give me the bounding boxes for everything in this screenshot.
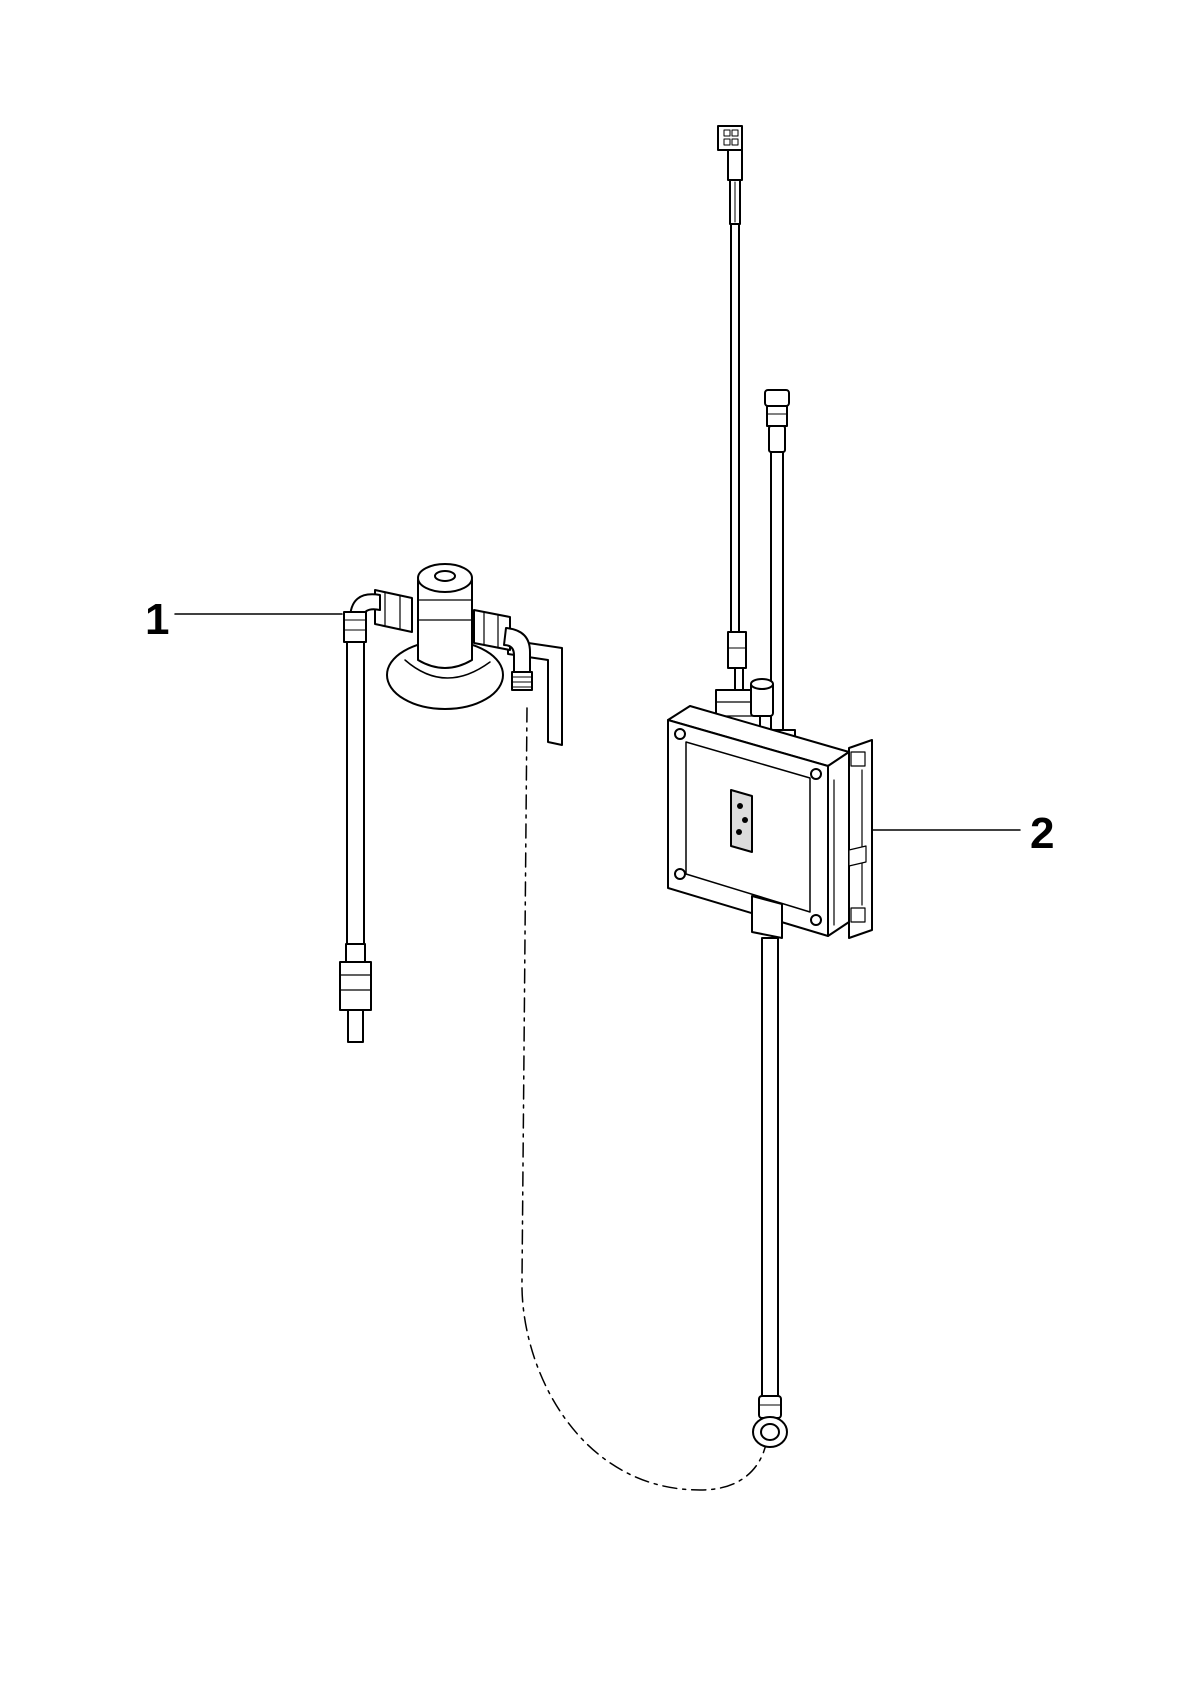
filter-assembly bbox=[339, 563, 563, 1043]
hose-connection-path bbox=[521, 707, 769, 1491]
filter-body bbox=[417, 579, 473, 669]
hose-ferrule-top bbox=[343, 611, 367, 643]
signal-cable bbox=[730, 223, 740, 633]
outlet-hose-ferrule bbox=[758, 1395, 782, 1419]
callout-label-2: 2 bbox=[1030, 809, 1055, 858]
lid-screw bbox=[810, 768, 822, 780]
control-box-side bbox=[827, 751, 850, 937]
hose-end-fitting bbox=[339, 961, 372, 1011]
inlet-nut bbox=[374, 589, 413, 633]
mounting-bracket bbox=[507, 639, 563, 746]
outlet-gland bbox=[751, 895, 783, 939]
hose-end-stub bbox=[347, 1009, 364, 1043]
box-logo-label bbox=[730, 789, 753, 853]
outlet-hose bbox=[761, 937, 779, 1397]
control-box-assembly bbox=[667, 125, 873, 1448]
wall-bracket bbox=[848, 739, 873, 939]
plug-body bbox=[727, 149, 743, 181]
lid-screw bbox=[810, 914, 822, 926]
lid-screw bbox=[674, 868, 686, 880]
lid-screw bbox=[674, 728, 686, 740]
cable-connector bbox=[727, 631, 747, 669]
supply-nut-top bbox=[764, 389, 790, 407]
filter-hose bbox=[346, 641, 365, 945]
callout-label-1: 1 bbox=[145, 595, 170, 644]
hose-ferrule-bottom bbox=[345, 943, 366, 963]
